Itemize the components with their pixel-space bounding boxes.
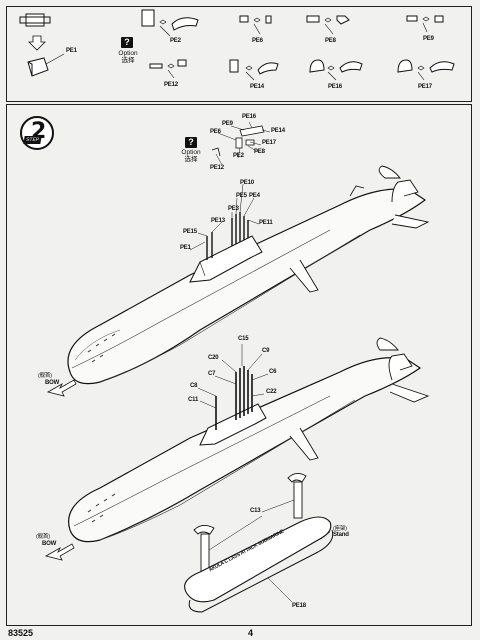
product-code: 83525 xyxy=(8,628,34,638)
option-question-icon: ? xyxy=(121,37,133,48)
callout-pe16: PE16 xyxy=(242,114,256,120)
pe16-label: PE16 xyxy=(328,84,342,90)
upper-bow-en: BOW xyxy=(45,380,60,386)
callout-pe4: PE4 xyxy=(249,193,260,199)
callout-pe15: PE15 xyxy=(183,229,197,235)
callout-pe17: PE17 xyxy=(262,140,276,146)
callout-c11: C11 xyxy=(188,397,199,403)
callout-pe10: PE10 xyxy=(240,180,254,186)
callout-c7: C7 xyxy=(208,371,216,377)
callout-pe1: PE1 xyxy=(180,245,191,251)
pe12-label: PE12 xyxy=(164,82,178,88)
callout-c8: C8 xyxy=(190,383,198,389)
lower-bow-cn: (舰首) xyxy=(36,534,50,540)
callout-pe8: PE8 xyxy=(254,149,265,155)
upper-option-question-icon: ? xyxy=(185,137,197,148)
callout-c15: C15 xyxy=(238,336,249,342)
callout-pe11: PE11 xyxy=(259,220,273,226)
pe2-label: PE2 xyxy=(170,38,181,44)
callout-c20: C20 xyxy=(208,355,219,361)
upper-bow-cn: (舰首) xyxy=(38,373,52,379)
callout-pe5: PE5 xyxy=(236,193,247,199)
pe1-label: PE1 xyxy=(66,48,77,54)
upper-option-text: Option 选择 xyxy=(181,149,201,163)
option-subtitle: 选择 xyxy=(121,57,135,64)
callout-c9: C9 xyxy=(262,348,270,354)
callout-c22: C22 xyxy=(266,389,277,395)
callout-pe9: PE9 xyxy=(222,121,233,127)
pe9-label: PE9 xyxy=(423,36,434,42)
stand-cn: (座架) xyxy=(333,526,347,532)
pe17-label: PE17 xyxy=(418,84,432,90)
callout-pe2: PE2 xyxy=(233,153,244,159)
callout-c6: C6 xyxy=(269,369,277,375)
callout-pe12: PE12 xyxy=(210,165,224,171)
callout-pe18: PE18 xyxy=(292,603,306,609)
callout-pe13: PE13 xyxy=(211,218,225,224)
stand-en: Stand xyxy=(333,532,349,538)
step-2-panel xyxy=(6,104,472,626)
callout-pe14: PE14 xyxy=(271,128,285,134)
pe14-label: PE14 xyxy=(250,84,264,90)
top-option-text: Option 选择 xyxy=(110,50,146,64)
parts-preparation-panel xyxy=(6,6,472,102)
option-title: Option xyxy=(118,50,138,57)
step-2-badge: 2 STEP xyxy=(20,116,54,150)
pe6-label: PE6 xyxy=(252,38,263,44)
callout-pe3: PE3 xyxy=(228,206,239,212)
pe8-label: PE8 xyxy=(325,38,336,44)
page-number: 4 xyxy=(248,628,254,638)
callout-pe6: PE6 xyxy=(210,129,221,135)
callout-c13: C13 xyxy=(250,508,261,514)
lower-bow-en: BOW xyxy=(42,541,57,547)
